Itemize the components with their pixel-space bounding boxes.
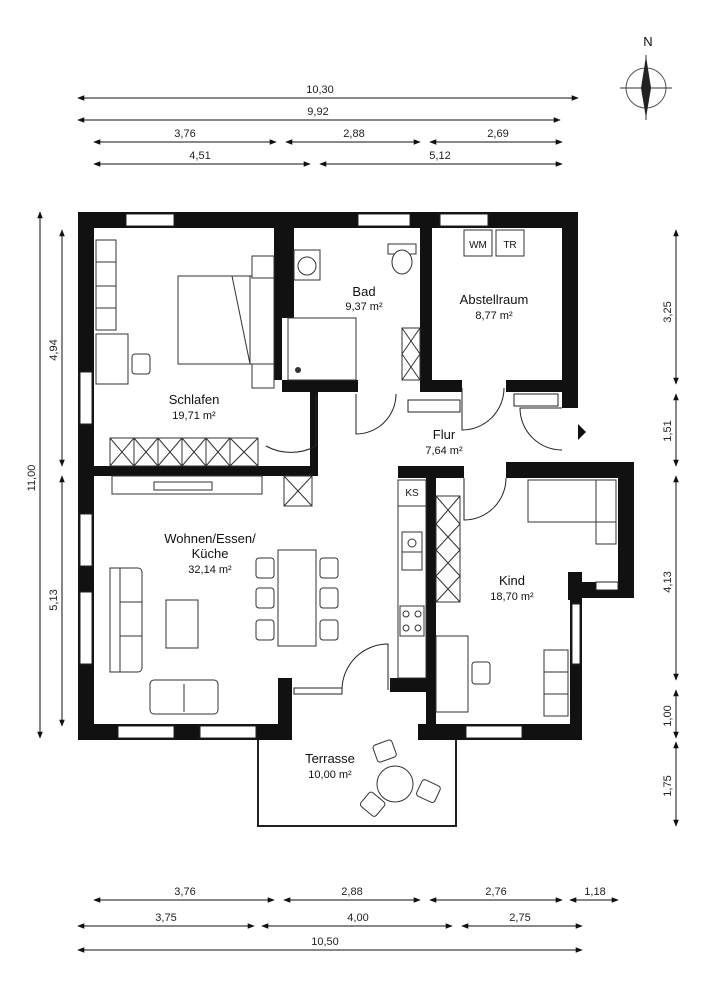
compass-icon: N <box>620 34 672 120</box>
room-area-terrasse: 10,00 m² <box>308 769 352 781</box>
doors <box>265 387 586 691</box>
room-area-kind: 18,70 m² <box>490 591 534 603</box>
dim-label: 2,76 <box>485 886 506 898</box>
dim-label: 2,69 <box>487 128 508 140</box>
room-name-wohnen-2: Küche <box>192 546 229 561</box>
room-name-wohnen-1: Wohnen/Essen/ <box>164 531 256 546</box>
dim-label: 3,75 <box>155 912 176 924</box>
dim-label: 3,25 <box>662 301 674 322</box>
room-name-abstellraum: Abstellraum <box>460 292 529 307</box>
dim-label: 9,92 <box>307 106 328 118</box>
dim-label: 2,75 <box>509 912 530 924</box>
dimensions-right: 3,25 1,51 4,13 1,00 1,75 <box>662 229 679 827</box>
bad-fixtures <box>287 243 421 381</box>
dim-label: 5,12 <box>429 150 450 162</box>
dim-label: 10,30 <box>306 84 334 96</box>
schlafen-furniture <box>95 239 275 467</box>
fridge-label: KS <box>405 488 419 499</box>
dim-label: 2,88 <box>341 886 362 898</box>
room-name-kind: Kind <box>499 573 525 588</box>
abstellraum-appliances: WM TR <box>463 229 525 257</box>
dim-label: 4,13 <box>662 571 674 592</box>
terrace-outline <box>257 740 457 827</box>
washing-machine-label: WM <box>469 240 487 251</box>
dim-label: 4,51 <box>189 150 210 162</box>
room-area-flur: 7,64 m² <box>425 445 463 457</box>
dim-label: 4,94 <box>48 339 60 360</box>
room-name-schlafen: Schlafen <box>169 392 220 407</box>
dimensions-top: 10,30 9,92 3,76 2,88 2,69 4,51 5,12 <box>77 84 579 167</box>
room-name-bad: Bad <box>352 284 375 299</box>
watermark: Immogrundriss <box>570 665 579 718</box>
dim-label: 10,50 <box>311 936 339 948</box>
room-area-wohnen: 32,14 m² <box>188 564 232 576</box>
room-name-flur: Flur <box>433 427 456 442</box>
windows <box>79 213 619 739</box>
wohnen-furniture <box>109 475 339 715</box>
dim-label: 4,00 <box>347 912 368 924</box>
dim-label: 3,76 <box>174 128 195 140</box>
dimensions-left: 11,00 4,94 5,13 <box>26 211 65 739</box>
kitchen-furniture: KS <box>283 475 427 679</box>
dim-label: 11,00 <box>26 465 38 492</box>
dim-label: 1,00 <box>662 705 674 726</box>
kind-furniture: Immogrundriss <box>435 479 617 718</box>
dim-label: 1,18 <box>584 886 605 898</box>
dim-label: 2,88 <box>343 128 364 140</box>
dimensions-bottom: 3,76 2,88 2,76 1,18 3,75 4,00 2,75 10,50 <box>77 886 619 953</box>
compass-label: N <box>643 34 652 49</box>
terrace-table-set <box>359 739 441 817</box>
room-area-bad: 9,37 m² <box>345 301 383 313</box>
room-area-abstellraum: 8,77 m² <box>475 310 513 322</box>
dim-label: 5,13 <box>48 589 60 610</box>
dryer-label: TR <box>503 240 516 251</box>
dim-label: 3,76 <box>174 886 195 898</box>
room-area-schlafen: 19,71 m² <box>172 410 216 422</box>
dim-label: 1,75 <box>662 775 674 796</box>
room-name-terrasse: Terrasse <box>305 751 355 766</box>
dim-label: 1,51 <box>662 420 674 441</box>
room-labels: Schlafen 19,71 m² Bad 9,37 m² Abstellrau… <box>164 284 534 781</box>
entrance-arrow-icon <box>578 424 586 440</box>
